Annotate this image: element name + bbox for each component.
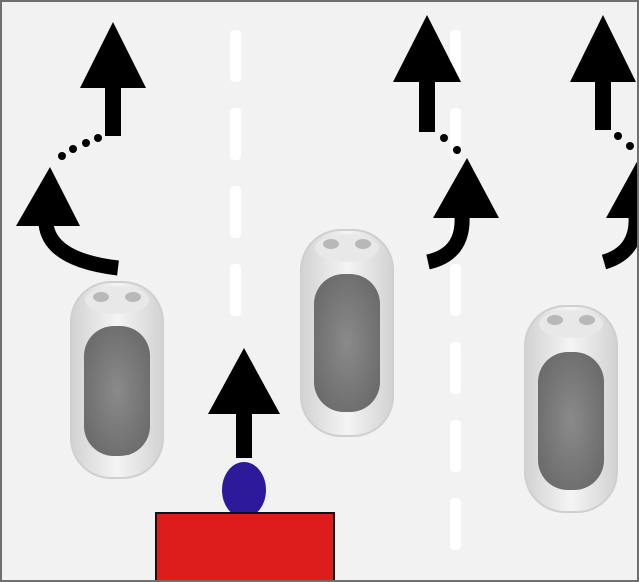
car-icon bbox=[71, 282, 163, 478]
car-icon bbox=[301, 230, 393, 436]
beacon-light-icon bbox=[222, 462, 266, 518]
car-icon bbox=[525, 306, 617, 512]
